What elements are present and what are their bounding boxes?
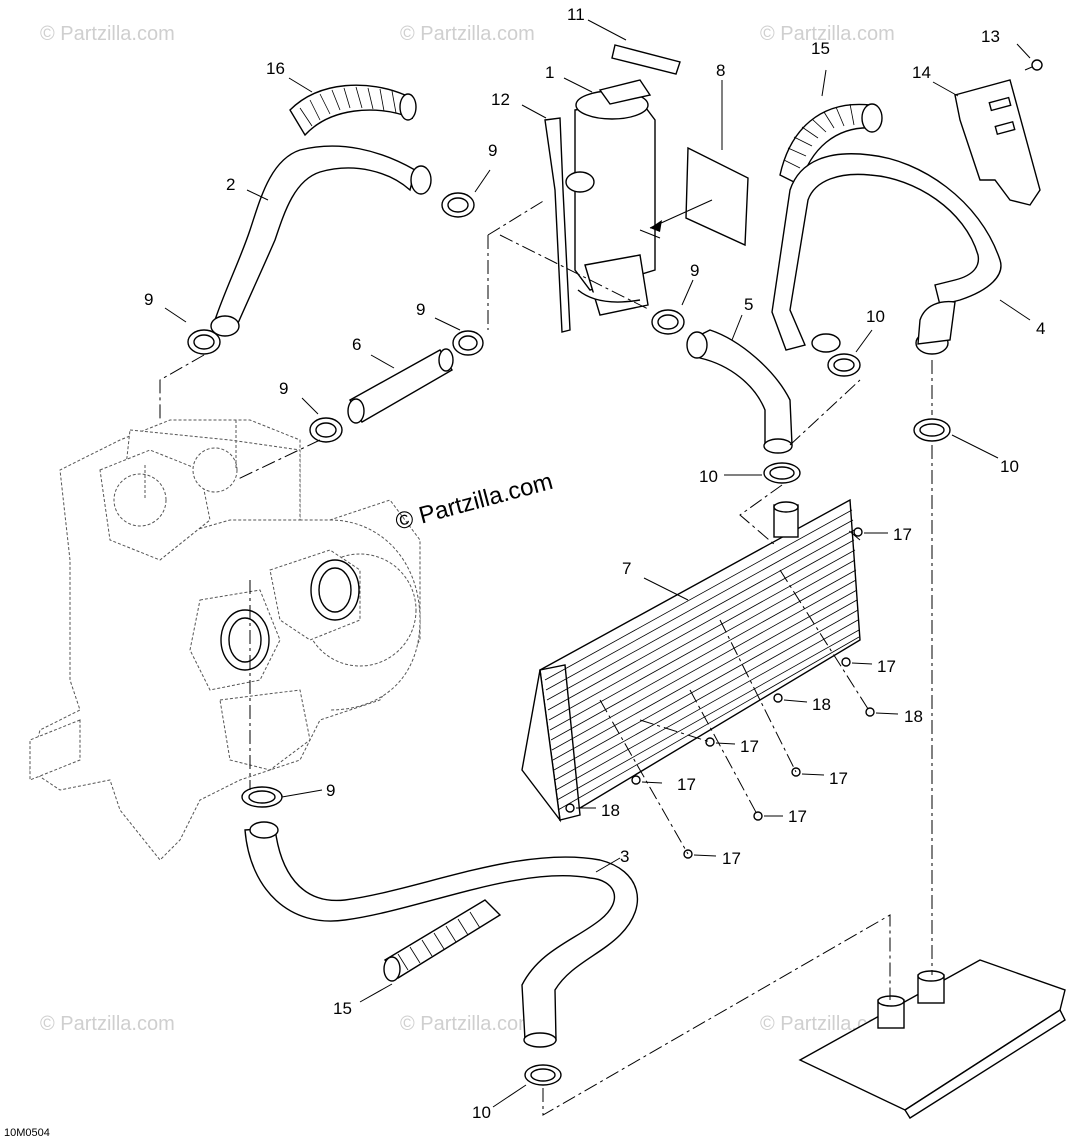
callout-18-a: 18	[812, 695, 831, 714]
callout-9-d: 9	[279, 379, 288, 398]
vent-tube	[544, 117, 571, 333]
callout-labels: 1 2 3 4 5 6 7 8 9 9 9 9 9 9 10 10 10 10 …	[144, 5, 1045, 1122]
hose-2	[210, 145, 432, 337]
hose-15-lower	[383, 899, 502, 982]
watermark: © Partzilla.com	[760, 23, 895, 45]
callout-17-d: 17	[829, 769, 848, 788]
hose-4	[771, 153, 1002, 355]
callout-1: 1	[545, 63, 554, 82]
screw	[1024, 59, 1043, 71]
watermark: © Partzilla.com	[400, 23, 535, 45]
callout-11: 11	[567, 5, 585, 24]
callout-14: 14	[912, 63, 931, 82]
drawing-code: 10M0504	[4, 1127, 50, 1139]
clamp-9-left	[187, 329, 221, 355]
callout-13: 13	[981, 27, 1000, 46]
clamp-9-mid	[452, 330, 484, 356]
clamp-9-bottom	[241, 786, 283, 808]
heat-exchanger	[798, 959, 1066, 1119]
callout-5: 5	[744, 295, 753, 314]
callout-10-b: 10	[1000, 457, 1019, 476]
clamp-9-lower	[309, 417, 343, 443]
routing-lines	[159, 199, 933, 1116]
callout-2: 2	[226, 175, 235, 194]
callout-9-c: 9	[416, 300, 425, 319]
hose-15-upper	[779, 103, 883, 187]
hose-6	[347, 348, 454, 424]
clamp-10-bottom	[524, 1064, 562, 1086]
engine-block	[29, 419, 421, 861]
callout-15-b: 15	[333, 999, 352, 1018]
callout-9-f: 9	[326, 781, 335, 800]
callout-7: 7	[622, 559, 631, 578]
hose-3	[244, 821, 639, 1048]
callout-15-a: 15	[811, 39, 830, 58]
callout-18-b: 18	[904, 707, 923, 726]
hose-5	[686, 329, 793, 454]
clamp-9-upper	[441, 192, 475, 218]
watermark: © Partzilla.com	[40, 1013, 175, 1035]
callout-16: 16	[266, 59, 285, 78]
callout-8: 8	[716, 61, 725, 80]
clamp-9-tank	[651, 309, 685, 335]
callout-6: 6	[352, 335, 361, 354]
clamp-10-top	[827, 353, 861, 377]
watermark: © Partzilla.com	[400, 1013, 535, 1035]
callout-10-d: 10	[472, 1103, 491, 1122]
callout-17-g: 17	[722, 849, 741, 868]
clamp-10-mid	[763, 462, 801, 484]
bracket	[954, 79, 1041, 206]
callout-17-b: 17	[877, 657, 896, 676]
callout-9-a: 9	[488, 141, 497, 160]
callout-4: 4	[1036, 319, 1045, 338]
callout-18-c: 18	[601, 801, 620, 820]
decal	[649, 146, 749, 247]
callout-17-f: 17	[788, 807, 807, 826]
callout-3: 3	[620, 847, 629, 866]
watermark: © Partzilla.com	[40, 23, 175, 45]
watermark-main: © Partzilla.com	[393, 468, 556, 536]
callout-9-e: 9	[690, 261, 699, 280]
leader-lines	[164, 19, 1031, 1108]
callout-17-a: 17	[893, 525, 912, 544]
coolant-tank	[565, 79, 661, 316]
callout-10-a: 10	[866, 307, 885, 326]
callout-17-e: 17	[677, 775, 696, 794]
hose-16	[289, 84, 417, 137]
callout-17-c: 17	[740, 737, 759, 756]
callout-12: 12	[491, 90, 510, 109]
callout-10-c: 10	[699, 467, 718, 486]
fasteners	[565, 527, 875, 859]
callout-9-b: 9	[144, 290, 153, 309]
radiator	[521, 498, 861, 823]
radiator-cap	[611, 44, 681, 75]
clamp-10-right	[913, 418, 951, 442]
